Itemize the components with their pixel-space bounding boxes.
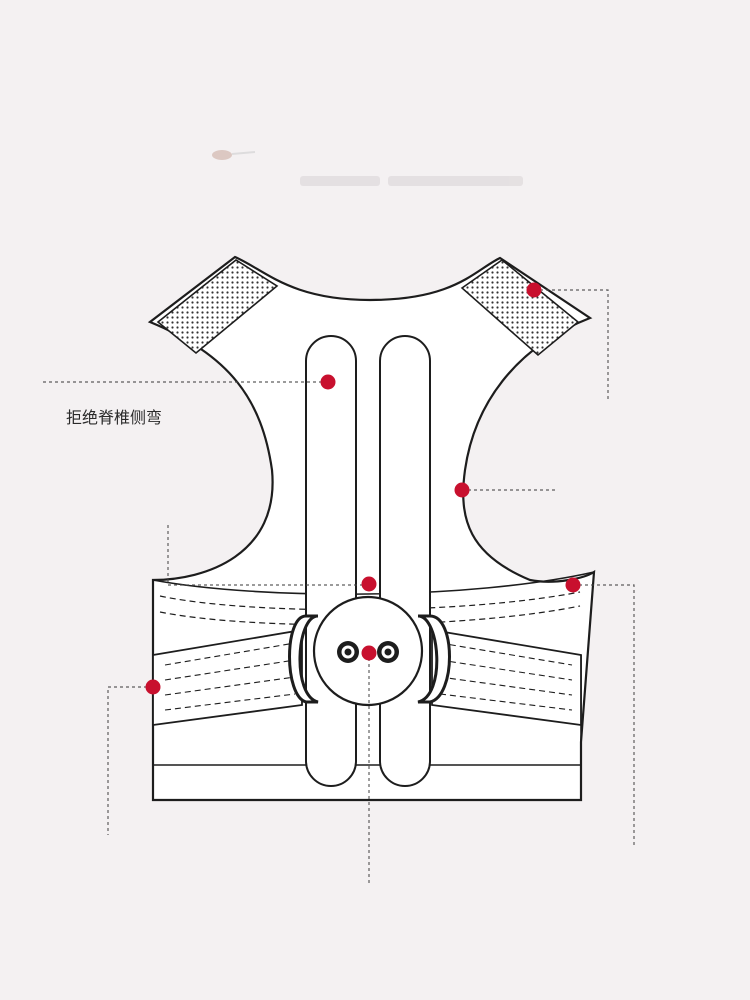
faded-header	[212, 150, 523, 186]
red-dot-icon	[145, 679, 161, 695]
red-dot-icon	[361, 576, 377, 592]
right-dial-icon	[377, 641, 399, 663]
right-shoulder-pad	[460, 258, 580, 357]
shoulder-pads	[156, 258, 580, 357]
annotation-markers	[145, 282, 581, 695]
left-d-ring	[288, 614, 319, 704]
left-support-rail	[305, 335, 357, 787]
right-d-ring	[417, 614, 451, 704]
red-dot-icon	[454, 482, 470, 498]
red-dot-icon	[565, 577, 581, 593]
red-dot-icon	[361, 645, 377, 661]
left-strap	[152, 628, 303, 727]
red-dot-icon	[320, 374, 336, 390]
right-strap	[431, 628, 582, 727]
left-dial-icon	[337, 641, 359, 663]
right-support-rail	[379, 335, 431, 787]
leader-lines	[40, 289, 635, 885]
spine-callout-label: 拒绝脊椎侧弯	[66, 408, 163, 427]
left-shoulder-pad	[156, 259, 279, 355]
red-dot-icon	[526, 282, 542, 298]
